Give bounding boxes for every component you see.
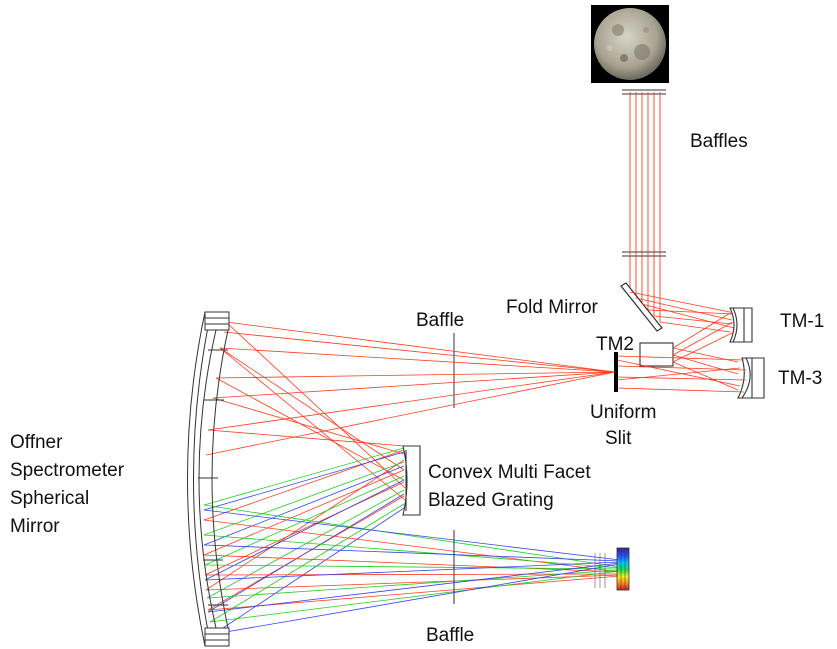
label-offner-line4: Mirror <box>10 516 60 537</box>
uniform-slit <box>614 352 618 392</box>
tm2-mirror <box>639 342 674 367</box>
label-tm2: TM2 <box>596 334 634 355</box>
label-grating-line2: Blazed Grating <box>428 490 554 511</box>
label-offner-line1: Offner <box>10 432 63 453</box>
label-offner-line3: Spherical <box>10 488 89 509</box>
spectrum-detector <box>594 547 630 591</box>
slit-to-mirror-rays <box>205 321 616 456</box>
mirror-to-grating-rays <box>207 321 406 501</box>
label-tm1: TM-1 <box>780 311 824 332</box>
label-tm3: TM-3 <box>778 368 822 389</box>
convex-grating <box>402 445 421 516</box>
fold-to-tm1-rays <box>629 291 735 333</box>
fold-mirror <box>620 282 663 332</box>
label-grating-line1: Convex Multi Facet <box>428 462 591 483</box>
label-offner-line2: Spectrometer <box>10 460 125 481</box>
label-baffle-bottom: Baffle <box>426 625 474 646</box>
tm3-mirror <box>737 357 765 399</box>
moon-image <box>591 5 669 83</box>
label-uniform-slit-line2: Slit <box>605 428 632 449</box>
grating-to-mirror-rays <box>203 447 405 635</box>
dispersed-green-rays <box>203 447 405 623</box>
incoming-rays <box>629 92 661 322</box>
entrance-baffles <box>622 89 666 257</box>
dispersed-blue-rays <box>203 451 405 635</box>
label-fold-mirror: Fold Mirror <box>506 297 599 318</box>
label-uniform-slit-line1: Uniform <box>590 402 657 423</box>
tm1-mirror <box>729 307 753 343</box>
tm3-to-slit-rays <box>616 355 747 393</box>
label-baffle-top: Baffle <box>416 310 464 331</box>
mirror-to-detector-rays <box>203 504 621 635</box>
label-baffles: Baffles <box>690 131 748 152</box>
offner-spherical-mirror <box>187 311 230 647</box>
